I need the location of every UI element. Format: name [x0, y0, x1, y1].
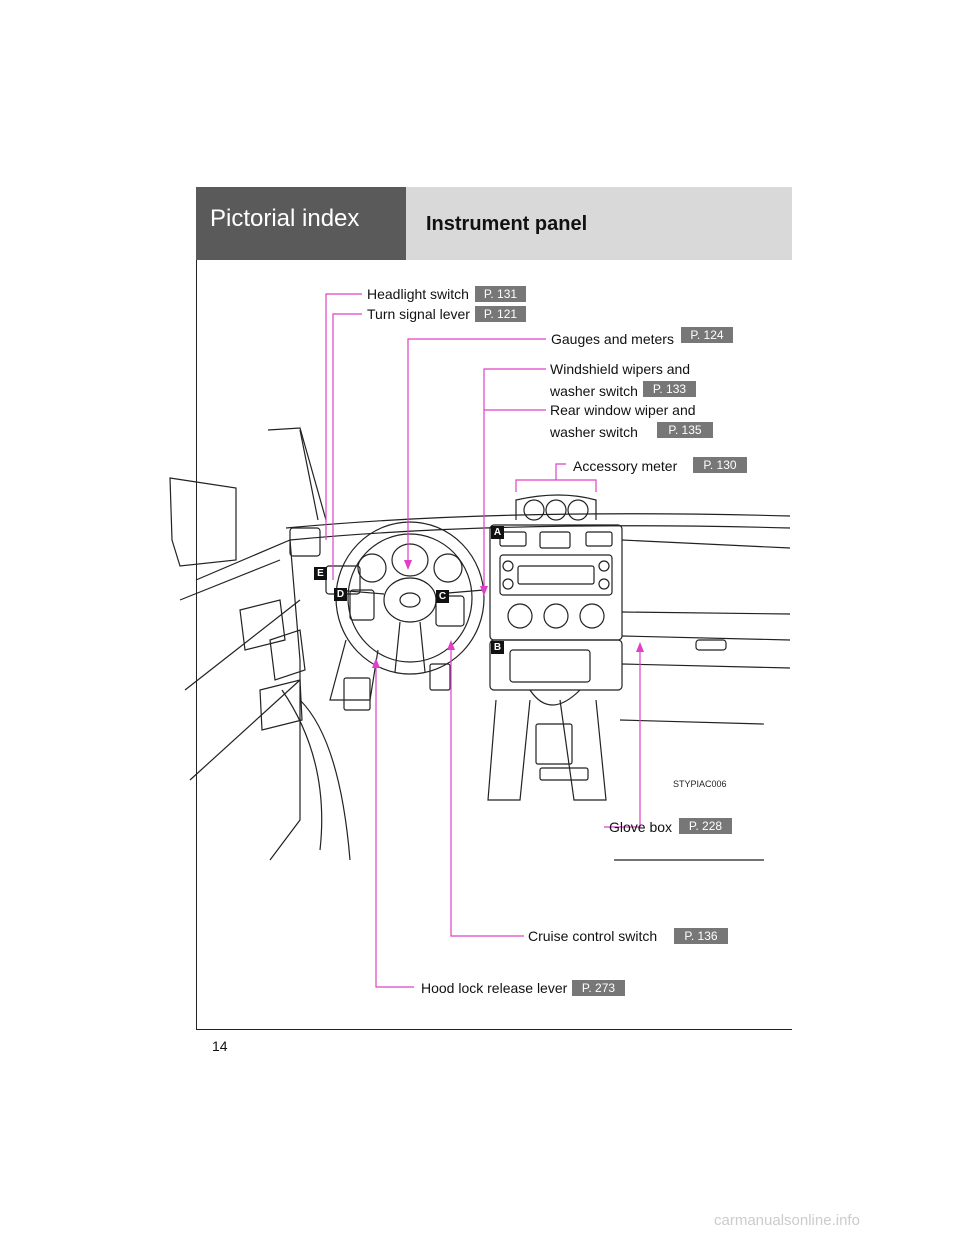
cruise-control-page[interactable]: P. 136	[674, 928, 728, 944]
page-frame	[196, 187, 792, 1030]
illustration-code: STYPIAC006	[673, 779, 727, 789]
leader-lines	[325, 293, 641, 988]
marker-e: E	[314, 567, 327, 580]
accessory-meter-page[interactable]: P. 130	[693, 457, 747, 473]
windshield-wipers-label-line2: washer switch	[550, 383, 638, 399]
page-title: Instrument panel	[426, 213, 588, 235]
hood-lock-label: Hood lock release lever	[421, 980, 568, 996]
section-title: Pictorial index	[210, 205, 360, 232]
leader-arrowheads	[372, 560, 644, 668]
section-tab: Pictorial index	[196, 187, 406, 260]
rear-wiper-label-line1: Rear window wiper and	[550, 402, 696, 418]
marker-c: C	[436, 590, 449, 603]
turn-signal-label: Turn signal lever	[367, 306, 470, 322]
headlight-switch-label: Headlight switch	[367, 286, 469, 302]
page-number: 14	[212, 1038, 228, 1054]
gauges-label: Gauges and meters	[551, 331, 674, 347]
glove-box-page[interactable]: P. 228	[679, 818, 732, 834]
marker-d: D	[334, 588, 347, 601]
headlight-switch-page[interactable]: P. 131	[475, 286, 526, 302]
rear-wiper-page[interactable]: P. 135	[657, 422, 713, 438]
accessory-meter-label: Accessory meter	[573, 458, 678, 474]
cruise-control-label: Cruise control switch	[528, 928, 658, 944]
title-bar: Instrument panel	[406, 187, 792, 260]
rear-wiper-label-line2: washer switch	[550, 424, 638, 440]
marker-a: A	[491, 526, 504, 539]
hood-lock-page[interactable]: P. 273	[572, 980, 625, 996]
turn-signal-page[interactable]: P. 121	[475, 306, 526, 322]
windshield-wipers-label-line1: Windshield wipers and	[550, 361, 691, 377]
marker-b: B	[491, 641, 504, 654]
windshield-wipers-page[interactable]: P. 133	[643, 381, 696, 397]
glove-box-label: Glove box	[609, 819, 673, 835]
watermark: carmanualsonline.info	[714, 1212, 860, 1229]
gauges-page[interactable]: P. 124	[681, 327, 733, 343]
